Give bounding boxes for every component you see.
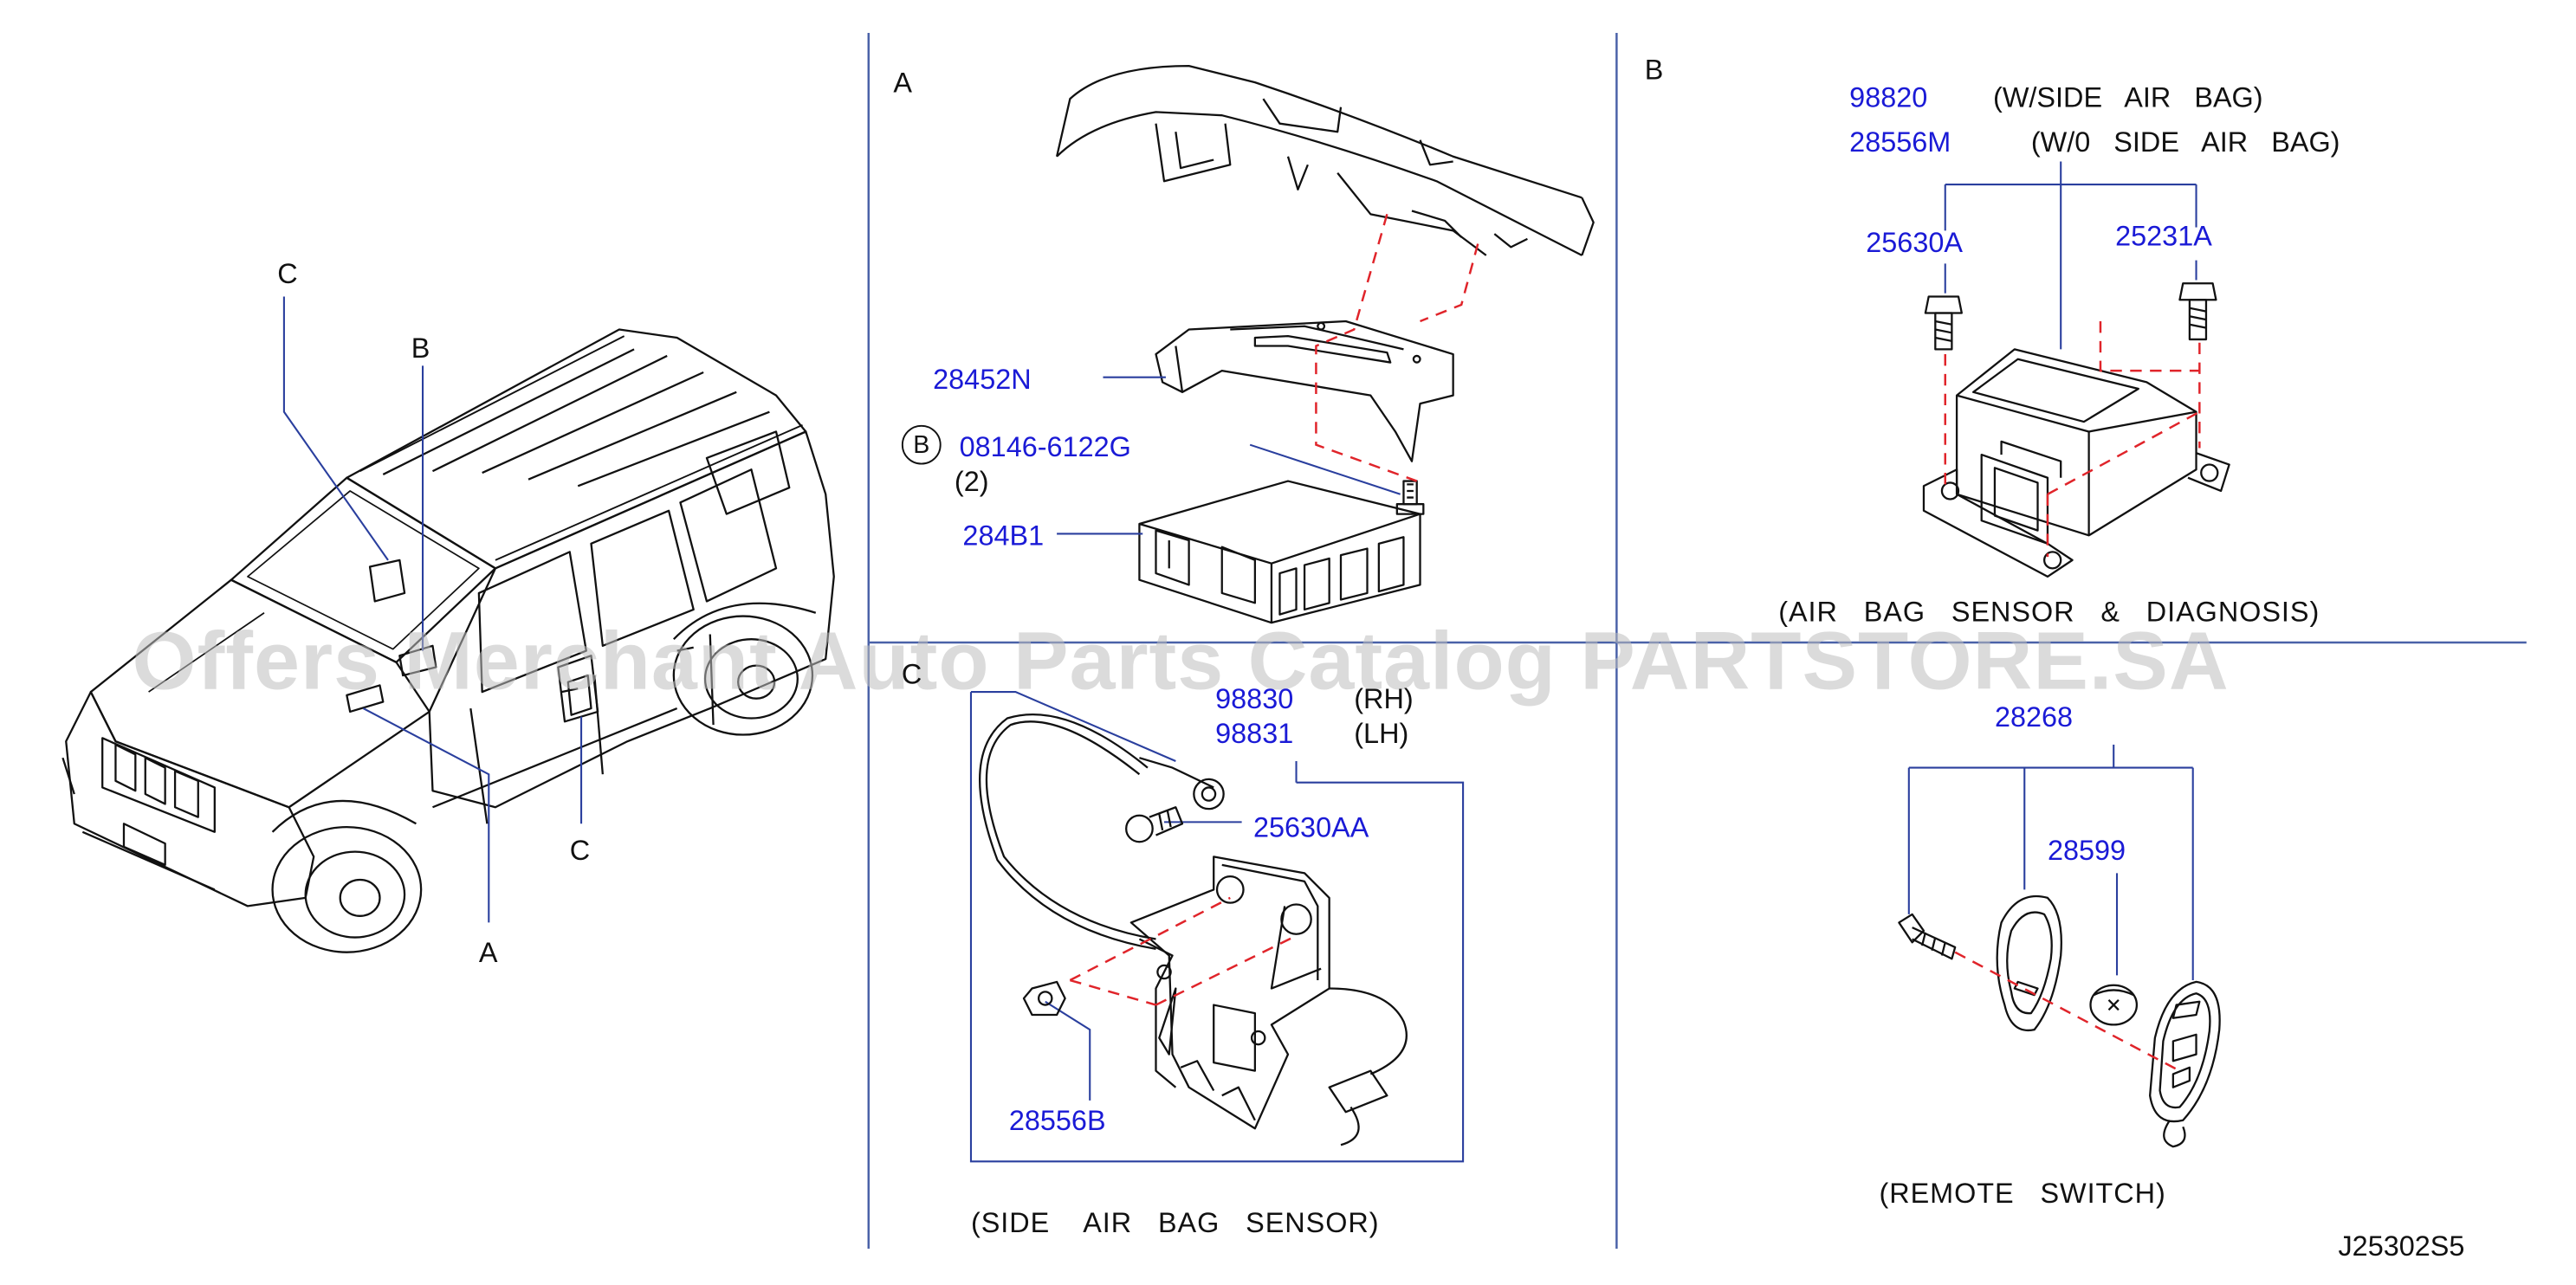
- part-28556b[interactable]: 28556B: [1008, 1105, 1106, 1137]
- section-c-frame: [969, 691, 1465, 1163]
- part-25231a[interactable]: 25231A: [2115, 220, 2212, 253]
- watermark: Offers Merchant Auto Parts Catalog PARTS…: [132, 614, 2230, 707]
- bolt-quantity: (2): [954, 466, 989, 498]
- part-25630a[interactable]: 25630A: [1866, 227, 1964, 259]
- part-284b1[interactable]: 284B1: [962, 520, 1045, 552]
- section-c-drawing: [979, 713, 1408, 1146]
- vehicle-callout-c-top: C: [277, 258, 298, 290]
- section-dividers: [867, 33, 2527, 1249]
- part-98830[interactable]: 98830: [1215, 683, 1294, 715]
- note-lh: (LH): [1354, 718, 1409, 750]
- note-rh: (RH): [1354, 683, 1414, 715]
- vehicle-callout-c-bottom: C: [569, 835, 591, 867]
- part-98820[interactable]: 98820: [1849, 82, 1928, 114]
- part-08146-6122g[interactable]: 08146-6122G: [959, 431, 1131, 463]
- remote-leaders: [1907, 744, 2194, 981]
- remote-phantom-lines: [1954, 951, 2181, 1072]
- section-a-letter: A: [893, 68, 912, 100]
- caption-side-air-bag-sensor: (SIDE AIR BAG SENSOR): [970, 1207, 1380, 1239]
- note-w-side-air-bag: (W/SIDE AIR BAG): [1993, 82, 2263, 114]
- section-a-phantom-lines: [1315, 213, 1479, 482]
- diagram-code: J25302S5: [2338, 1230, 2465, 1262]
- vehicle-callout-leaders: [282, 296, 583, 923]
- vehicle-callout-b: B: [411, 333, 430, 365]
- section-b-phantom-lines: [1944, 320, 2201, 558]
- part-28556m[interactable]: 28556M: [1849, 126, 1951, 158]
- bolt-circle-marker: B: [901, 424, 942, 465]
- section-c-letter: C: [901, 659, 922, 691]
- part-98831[interactable]: 98831: [1215, 718, 1294, 750]
- vehicle-callout-a: A: [478, 937, 498, 969]
- caption-air-bag-sensor: (AIR BAG SENSOR & DIAGNOSIS): [1778, 596, 2320, 628]
- section-a-leaders: [1057, 376, 1401, 535]
- remote-drawing: [1898, 894, 2221, 1148]
- section-b-letter: B: [1644, 54, 1664, 86]
- section-b-drawing: [1922, 282, 2230, 578]
- part-28599[interactable]: 28599: [2047, 835, 2126, 867]
- note-wo-side-air-bag: (W/0 SIDE AIR BAG): [2030, 126, 2340, 158]
- part-25630aa[interactable]: 25630AA: [1252, 811, 1369, 844]
- caption-remote-switch: (REMOTE SWITCH): [1879, 1178, 2166, 1210]
- part-28452n[interactable]: 28452N: [933, 364, 1032, 396]
- section-b-leaders: [1944, 161, 2197, 350]
- section-c-phantom-lines: [1069, 896, 1298, 1006]
- vehicle-illustration: [61, 328, 835, 953]
- section-a-drawing: [1055, 64, 1595, 624]
- part-28268[interactable]: 28268: [1994, 701, 2074, 733]
